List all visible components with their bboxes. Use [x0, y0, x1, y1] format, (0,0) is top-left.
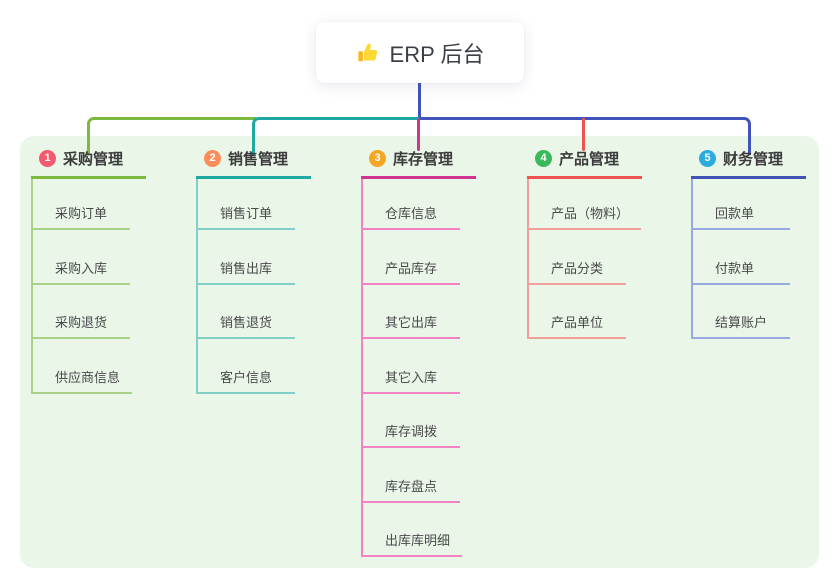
node-label: 销售订单	[220, 206, 273, 221]
node-other-outbound[interactable]: 其它出库	[363, 285, 460, 339]
node-label: 库存调拨	[385, 424, 438, 439]
node-sales-order[interactable]: 销售订单	[198, 179, 295, 230]
branch-number-badge: 1	[39, 150, 56, 167]
node-supplier-info[interactable]: 供应商信息	[33, 339, 133, 394]
branch-children: 仓库信息 产品库存 其它出库 其它入库 库存调拨 库存盘点 出库库明细	[361, 179, 463, 557]
branch-product: 4 产品管理 产品（物料） 产品分类 产品单位	[527, 146, 642, 339]
node-label: 仓库信息	[385, 206, 438, 221]
node-label: 销售退货	[220, 315, 273, 330]
connector-branch-4	[582, 118, 585, 151]
branch-label: 财务管理	[723, 151, 784, 168]
node-label: 出库库明细	[385, 533, 451, 548]
node-label: 回款单	[715, 206, 755, 221]
node-label: 其它入库	[385, 369, 438, 385]
node-purchase-inbound[interactable]: 采购入库	[33, 230, 130, 285]
branch-label: 产品管理	[559, 151, 620, 168]
node-stock-transfer[interactable]: 库存调拨	[363, 394, 460, 448]
node-product-unit[interactable]: 产品单位	[529, 285, 626, 339]
node-label: 销售出库	[220, 260, 273, 276]
branch-title-product[interactable]: 4 产品管理	[527, 146, 642, 179]
thumbs-up-icon	[356, 41, 380, 65]
node-sales-return[interactable]: 销售退货	[198, 285, 295, 339]
branch-title-finance[interactable]: 5 财务管理	[691, 146, 806, 179]
node-warehouse-info[interactable]: 仓库信息	[363, 179, 460, 230]
root-node[interactable]: ERP 后台	[316, 22, 524, 83]
connector-branch-1	[87, 117, 256, 155]
node-product-category[interactable]: 产品分类	[529, 230, 626, 285]
connector-branch-5	[419, 117, 751, 155]
branch-number-badge: 4	[535, 150, 552, 167]
node-label: 产品库存	[385, 260, 438, 276]
node-purchase-return[interactable]: 采购退货	[33, 285, 130, 339]
node-label: 供应商信息	[55, 369, 121, 385]
node-sales-outbound[interactable]: 销售出库	[198, 230, 295, 285]
connector-branch-3	[417, 118, 420, 151]
branch-label: 销售管理	[228, 151, 289, 168]
branch-title-inventory[interactable]: 3 库存管理	[361, 146, 476, 179]
node-label: 产品分类	[551, 260, 604, 276]
branch-children: 销售订单 销售出库 销售退货 客户信息	[196, 179, 295, 394]
node-label: 其它出库	[385, 315, 438, 330]
node-receipt-order[interactable]: 回款单	[693, 179, 790, 230]
node-label: 采购入库	[55, 260, 108, 276]
node-other-inbound[interactable]: 其它入库	[363, 339, 460, 394]
node-stock-count[interactable]: 库存盘点	[363, 448, 460, 503]
branch-children: 回款单 付款单 结算账户	[691, 179, 790, 339]
connector-root-trunk	[418, 83, 421, 119]
branch-label: 采购管理	[63, 151, 124, 168]
node-product-material[interactable]: 产品（物料）	[529, 179, 642, 230]
branch-number-badge: 5	[699, 150, 716, 167]
mindmap-canvas-panel	[20, 136, 819, 568]
node-label: 付款单	[715, 260, 755, 276]
branch-label: 库存管理	[393, 151, 454, 168]
node-label: 库存盘点	[385, 478, 438, 494]
node-label: 产品（物料）	[551, 206, 630, 221]
branch-number-badge: 3	[369, 150, 386, 167]
branch-purchase: 1 采购管理 采购订单 采购入库 采购退货 供应商信息	[31, 146, 146, 394]
node-label: 产品单位	[551, 315, 604, 330]
node-outbound-detail[interactable]: 出库库明细	[363, 503, 463, 557]
node-settlement-account[interactable]: 结算账户	[693, 285, 790, 339]
branch-children: 采购订单 采购入库 采购退货 供应商信息	[31, 179, 133, 394]
branch-children: 产品（物料） 产品分类 产品单位	[527, 179, 642, 339]
node-label: 采购退货	[55, 315, 108, 330]
root-node-label: ERP 后台	[389, 41, 485, 67]
branch-finance: 5 财务管理 回款单 付款单 结算账户	[691, 146, 806, 339]
node-label: 采购订单	[55, 206, 108, 221]
branch-number-badge: 2	[204, 150, 221, 167]
node-product-stock[interactable]: 产品库存	[363, 230, 460, 285]
node-customer-info[interactable]: 客户信息	[198, 339, 295, 394]
branch-inventory: 3 库存管理 仓库信息 产品库存 其它出库 其它入库 库存调拨 库存盘点 出库库…	[361, 146, 476, 557]
node-purchase-order[interactable]: 采购订单	[33, 179, 130, 230]
node-payment-order[interactable]: 付款单	[693, 230, 790, 285]
node-label: 客户信息	[220, 369, 273, 385]
node-label: 结算账户	[715, 315, 768, 330]
branch-title-sales[interactable]: 2 销售管理	[196, 146, 311, 179]
branch-sales: 2 销售管理 销售订单 销售出库 销售退货 客户信息	[196, 146, 311, 394]
connector-branch-2	[252, 117, 422, 155]
branch-title-purchase[interactable]: 1 采购管理	[31, 146, 146, 179]
